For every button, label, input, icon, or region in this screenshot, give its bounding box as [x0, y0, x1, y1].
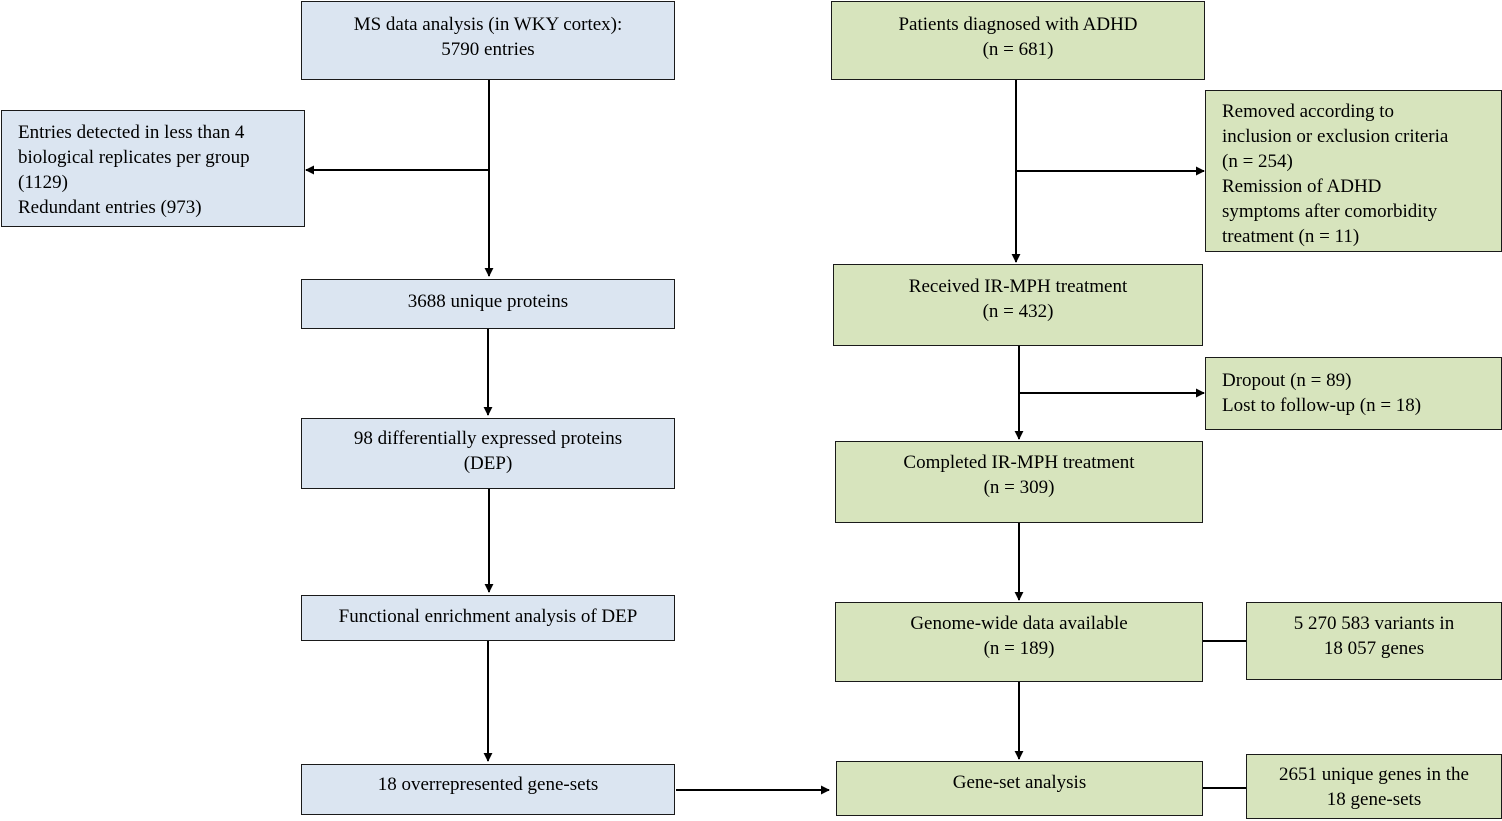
- removed-line-4: Remission of ADHD: [1222, 176, 1382, 197]
- ms-analysis-box: MS data analysis (in WKY cortex): 5790 e…: [301, 1, 675, 80]
- gene-sets-line-1: 18 overrepresented gene-sets: [377, 774, 599, 795]
- completed-box: Completed IR-MPH treatment (n = 309): [835, 441, 1203, 523]
- ms-analysis-line-2: 5790 entries: [441, 39, 535, 60]
- dropout-line-1: Dropout (n = 89): [1222, 370, 1352, 391]
- unique-genes-line-2: 18 gene-sets: [1326, 789, 1422, 810]
- excluded-line-4: Redundant entries (973): [18, 197, 202, 218]
- excluded-entries-box: Entries detected in less than 4 biologic…: [1, 110, 305, 227]
- removed-line-6: treatment (n = 11): [1222, 226, 1360, 247]
- variants-line-1: 5 270 583 variants in: [1293, 613, 1455, 634]
- removed-line-3: (n = 254): [1222, 151, 1293, 172]
- excluded-line-1: Entries detected in less than 4: [18, 122, 245, 143]
- enrichment-box: Functional enrichment analysis of DEP: [301, 595, 675, 641]
- unique-genes-box: 2651 unique genes in the 18 gene-sets: [1246, 754, 1502, 819]
- patients-line-2: (n = 681): [982, 39, 1054, 60]
- dep-box: 98 differentially expressed proteins (DE…: [301, 418, 675, 489]
- gene-set-analysis-line-1: Gene-set analysis: [952, 772, 1087, 793]
- gene-set-analysis-box: Gene-set analysis: [836, 761, 1203, 816]
- removed-line-5: symptoms after comorbidity: [1222, 201, 1438, 222]
- received-line-2: (n = 432): [982, 301, 1054, 322]
- removed-line-2: inclusion or exclusion criteria: [1222, 126, 1449, 147]
- genome-wide-line-1: Genome-wide data available: [910, 613, 1128, 634]
- gene-sets-box: 18 overrepresented gene-sets: [301, 764, 675, 815]
- completed-line-2: (n = 309): [983, 477, 1055, 498]
- excluded-line-3: (1129): [18, 172, 68, 193]
- dropout-line-2: Lost to follow-up (n = 18): [1222, 395, 1422, 416]
- excluded-line-2: biological replicates per group: [18, 147, 250, 168]
- unique-proteins-line-1: 3688 unique proteins: [407, 291, 569, 312]
- dropout-box: Dropout (n = 89) Lost to follow-up (n = …: [1205, 357, 1502, 430]
- enrichment-line-1: Functional enrichment analysis of DEP: [338, 606, 638, 627]
- received-box: Received IR-MPH treatment (n = 432): [833, 264, 1203, 346]
- removed-line-1: Removed according to: [1222, 101, 1395, 122]
- patients-box: Patients diagnosed with ADHD (n = 681): [831, 1, 1205, 80]
- patients-line-1: Patients diagnosed with ADHD: [898, 14, 1138, 35]
- variants-line-2: 18 057 genes: [1323, 638, 1425, 659]
- dep-line-2: (DEP): [463, 453, 513, 474]
- genome-wide-line-2: (n = 189): [983, 638, 1055, 659]
- completed-line-1: Completed IR-MPH treatment: [903, 452, 1135, 473]
- dep-line-1: 98 differentially expressed proteins: [353, 428, 623, 449]
- received-line-1: Received IR-MPH treatment: [908, 276, 1128, 297]
- unique-genes-line-1: 2651 unique genes in the: [1279, 764, 1469, 785]
- removed-box: Removed according to inclusion or exclus…: [1205, 90, 1502, 252]
- variants-box: 5 270 583 variants in 18 057 genes: [1246, 602, 1502, 680]
- genome-wide-box: Genome-wide data available (n = 189): [835, 602, 1203, 682]
- ms-analysis-line-1: MS data analysis (in WKY cortex):: [353, 14, 623, 35]
- unique-proteins-box: 3688 unique proteins: [301, 279, 675, 329]
